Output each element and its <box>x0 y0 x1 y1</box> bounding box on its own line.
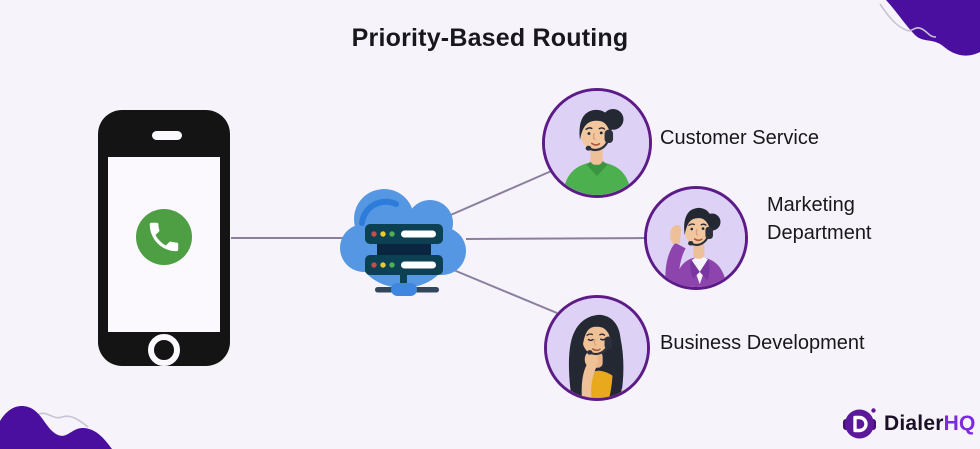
avatar-business-development <box>544 295 650 401</box>
server-rack-middle <box>377 244 431 255</box>
server-indicator-lights-bottom <box>371 262 395 268</box>
dialerhq-logo: DialerHQ <box>842 406 975 441</box>
label-marketing-department: Marketing Department <box>767 194 872 244</box>
logo-text-hq: HQ <box>943 411 976 435</box>
avatar-marketing-department <box>644 186 748 290</box>
connector-cloud-to-marketing <box>465 237 651 240</box>
server-stand-base <box>391 283 417 296</box>
server-slot-top <box>401 230 436 238</box>
decorative-blob-bottom-left <box>0 406 112 449</box>
connector-cloud-to-business-development <box>443 265 558 314</box>
smartphone-illustration <box>98 110 230 366</box>
phone-home-button <box>148 334 180 366</box>
logo-text-dialer: Dialer <box>884 411 944 435</box>
server-slot-bottom <box>401 261 436 269</box>
decorative-blob-top-right <box>879 0 980 56</box>
server-stand-stem <box>400 273 407 290</box>
dialerhq-logo-icon <box>843 408 876 439</box>
cloud-server-icon <box>340 189 466 296</box>
cloud-highlight <box>359 198 399 226</box>
avatar-customer-service <box>542 88 652 198</box>
phone-speaker <box>152 131 182 140</box>
phone-call-icon <box>136 209 192 265</box>
dialerhq-logo-text: DialerHQ <box>884 407 975 441</box>
server-indicator-lights-top <box>371 231 395 237</box>
page-title: Priority-Based Routing <box>351 24 629 52</box>
label-customer-service: Customer Service <box>660 127 819 149</box>
label-business-development: Business Development <box>660 332 865 354</box>
connector-cloud-to-customer-service <box>445 168 557 218</box>
